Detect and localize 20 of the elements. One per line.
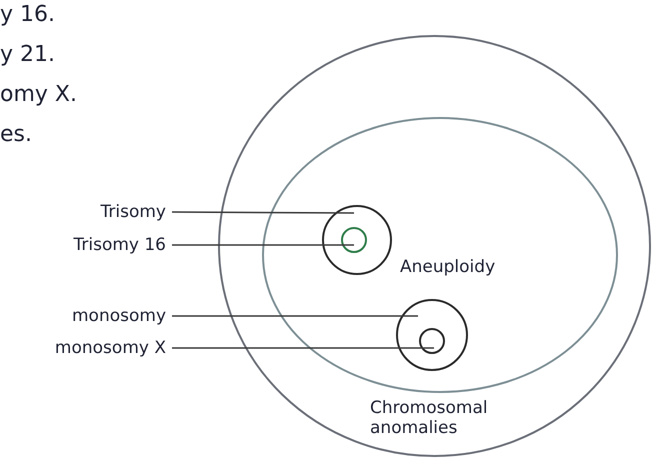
leader-line [172,211,354,214]
note-text: omy X. [0,82,77,107]
note-text: y 16. [0,2,55,27]
set-circle [322,205,392,275]
subset-circle [419,328,445,354]
leader-line [172,347,434,349]
set-circle [396,299,468,371]
set-label: Aneuploidy [400,257,496,277]
callout-label: Trisomy [70,200,166,224]
leader-line [172,244,354,246]
subset-circle [341,227,367,253]
leader-line [172,315,418,317]
callout-label: Trisomy 16 [40,233,166,257]
note-text: y 21. [0,42,55,67]
set-label: Chromosomal anomalies [370,398,489,438]
callout-label: monosomy X [6,336,166,360]
inner-set-ellipse [262,117,618,393]
outer-set-ellipse [218,35,651,457]
callout-label: monosomy [36,304,166,328]
note-text: es. [0,122,32,147]
